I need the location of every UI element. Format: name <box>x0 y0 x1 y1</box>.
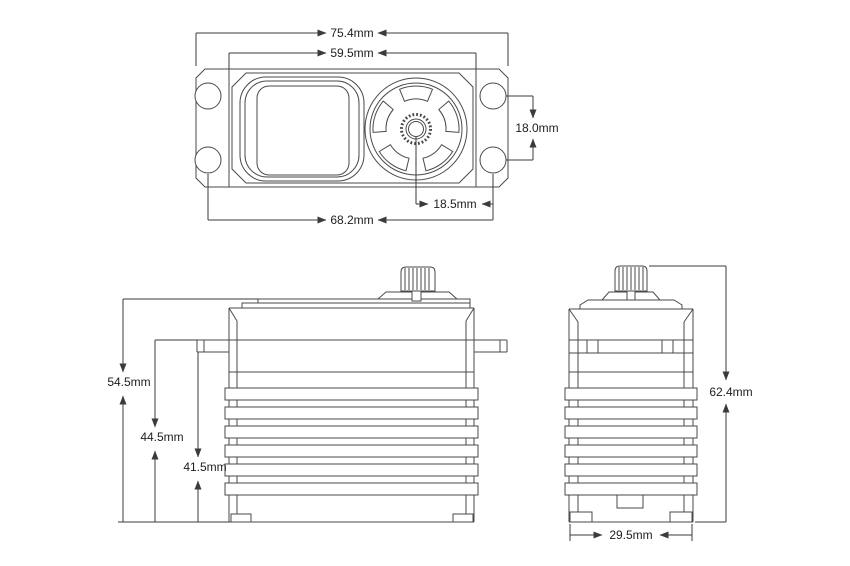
dim-lug-horizontal-label: 68.2mm <box>330 213 373 227</box>
cooling-fin <box>224 444 479 458</box>
dim-flange-top-height-label: 44.5mm <box>140 430 183 444</box>
output-spline-bore <box>408 121 424 137</box>
spline-shaft <box>400 266 436 292</box>
mount-notch <box>194 82 222 110</box>
output-spline-teeth <box>400 113 432 145</box>
cooling-fin <box>224 387 479 401</box>
cooling-fin <box>224 406 479 420</box>
mount-notch <box>479 82 507 110</box>
top-view <box>194 68 509 188</box>
spline-shaft-grooves <box>404 268 430 290</box>
cooling-fin <box>224 463 479 477</box>
wheel-slot <box>422 144 454 172</box>
wheel-slot <box>438 100 460 133</box>
side-view <box>564 265 698 523</box>
spline-shaft-grooves <box>618 267 644 290</box>
dim-lug-vertical-label: 18.0mm <box>515 121 558 135</box>
top-plate <box>241 298 471 308</box>
cooling-fin <box>564 406 698 420</box>
case-foot <box>230 513 252 523</box>
dim-flange-bottom-height-label: 41.5mm <box>183 460 226 474</box>
cover-square <box>256 85 350 176</box>
dim-overall-height-label: 62.4mm <box>709 385 752 399</box>
mount-notch <box>479 146 507 174</box>
wheel-slot <box>372 100 394 133</box>
top-view-outline <box>195 68 509 188</box>
front-view-dimensions: 54.5mm 44.5mm 41.5mm <box>107 298 258 523</box>
mount-notch <box>194 146 222 174</box>
cooling-fin <box>564 387 698 401</box>
cooling-fin <box>564 482 698 496</box>
case-foot <box>669 511 693 523</box>
cooling-fin <box>224 482 479 496</box>
case-inner-outline <box>231 72 474 184</box>
front-view <box>196 266 508 523</box>
dim-case-top-height-label: 54.5mm <box>107 375 150 389</box>
shaft-stem <box>626 290 636 301</box>
case-foot <box>569 511 593 523</box>
cover-window-outer <box>239 76 365 182</box>
shaft-stem <box>411 290 422 302</box>
cooling-fin <box>564 463 698 477</box>
top-view-dimensions: 75.4mm 59.5mm 18.0mm 18.5mm 68.2mm <box>195 26 559 227</box>
dim-spline-offset-label: 18.5mm <box>433 197 476 211</box>
dim-body-width-label: 29.5mm <box>609 528 652 542</box>
connector-port <box>616 494 644 509</box>
cooling-fin <box>564 444 698 458</box>
wheel-slot <box>398 85 434 102</box>
dim-case-width-label: 59.5mm <box>330 46 373 60</box>
case-foot <box>452 513 474 523</box>
cooling-fin <box>224 425 479 439</box>
cooling-fin <box>564 425 698 439</box>
side-view-dimensions: 62.4mm 29.5mm <box>569 265 753 542</box>
cover-window-inner <box>244 80 360 178</box>
dim-overall-width-label: 75.4mm <box>330 26 373 40</box>
top-cap <box>579 299 683 309</box>
wheel-slot <box>378 144 410 172</box>
